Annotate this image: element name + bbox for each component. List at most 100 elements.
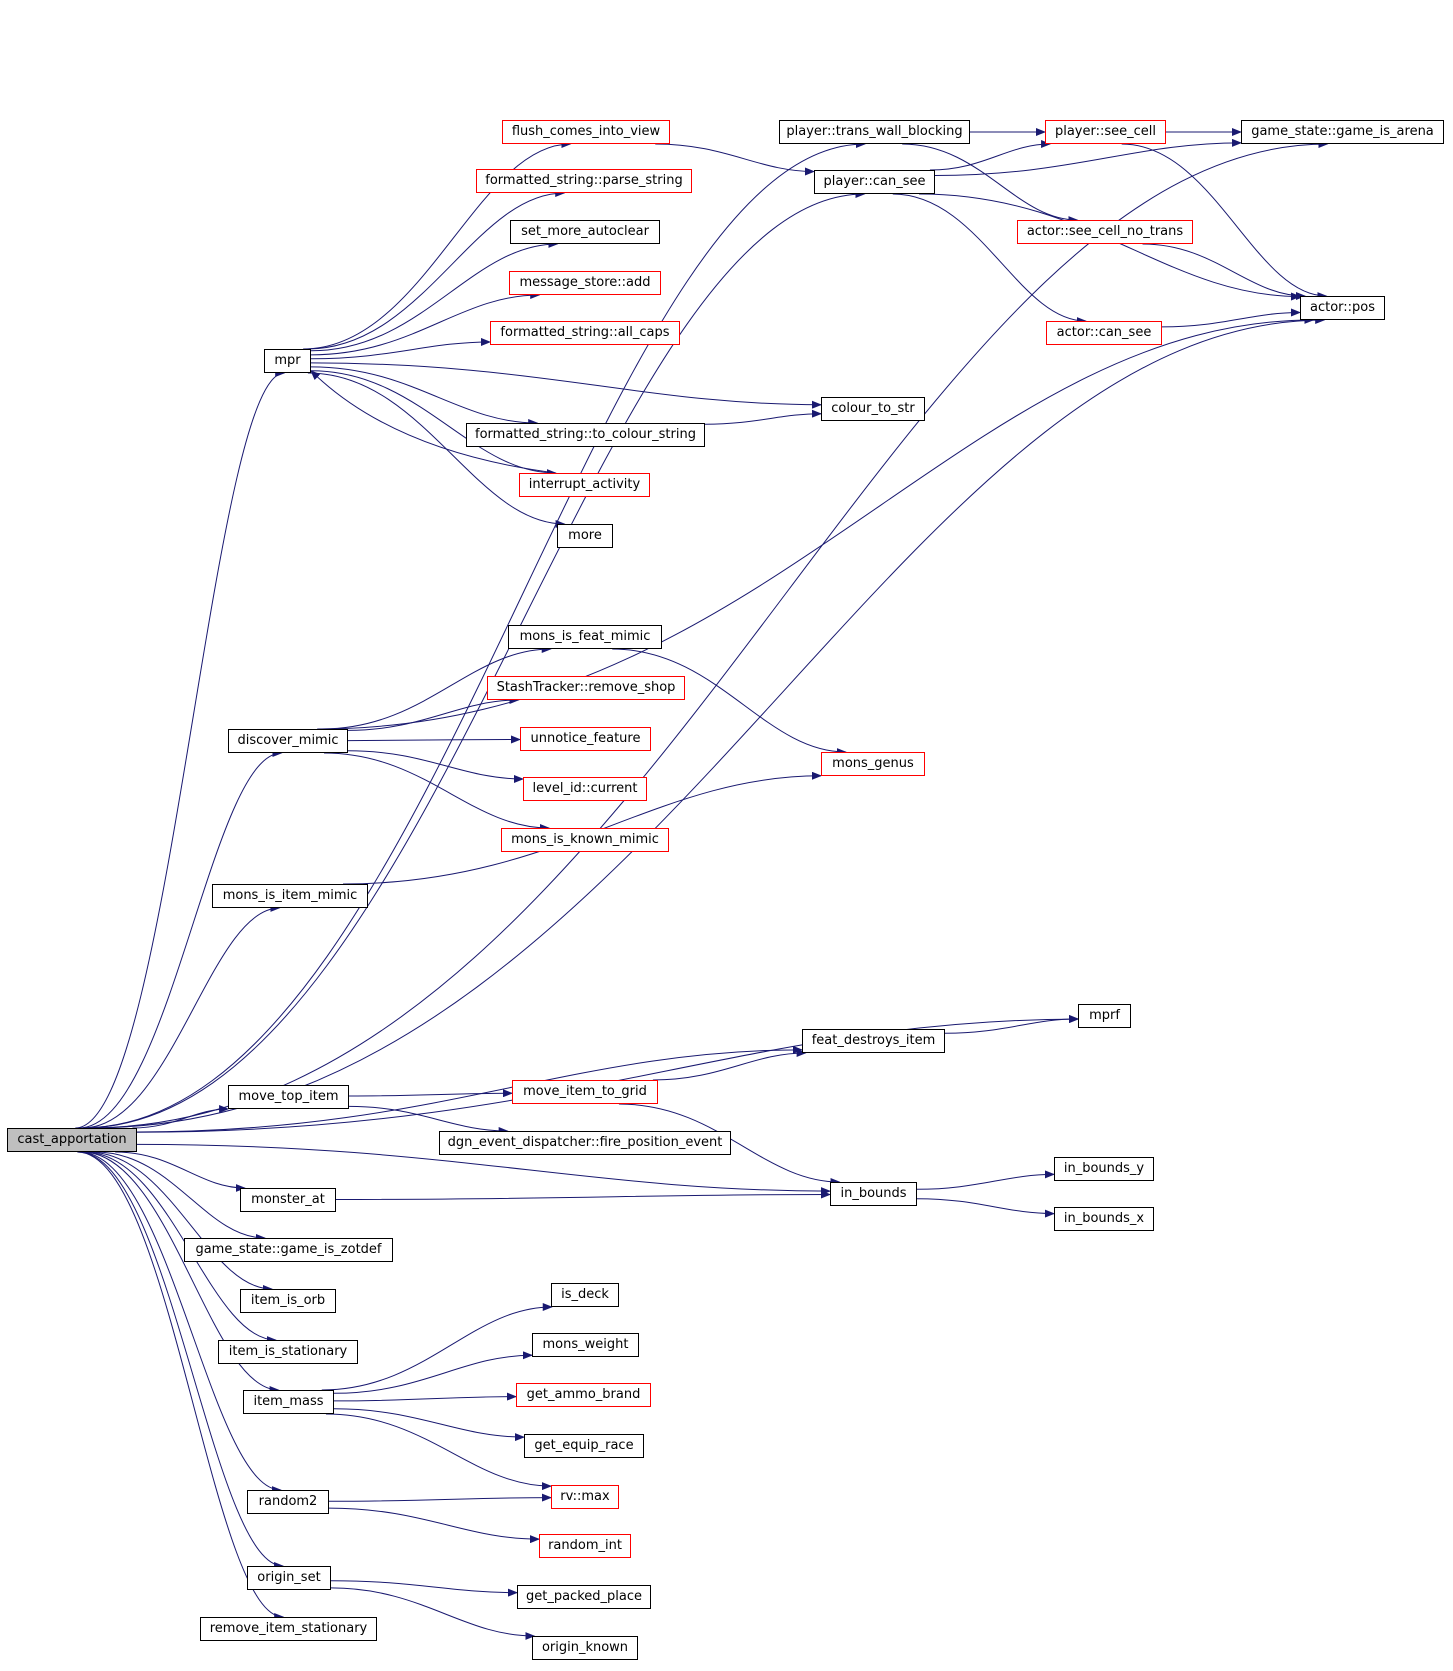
node-in-bounds[interactable]: in_bounds (830, 1182, 917, 1206)
edge-cast_apportation-to-game_is_zotdef (95, 1151, 266, 1242)
node-set-more-autoclear[interactable]: set_more_autoclear (510, 220, 660, 244)
node-origin-set[interactable]: origin_set (247, 1566, 331, 1590)
node-mons-is-feat-mimic[interactable]: mons_is_feat_mimic (508, 625, 662, 649)
edge-move_item_to_grid-to-feat_destroys_item (652, 1049, 807, 1081)
node-move-top-item[interactable]: move_top_item (228, 1085, 349, 1109)
edge-player_see_cell-to-actor_pos (1121, 143, 1328, 300)
edge-interrupt_activity-to-mpr (310, 370, 556, 474)
edge-random2-to-random_int (328, 1507, 540, 1544)
edge-in_bounds-to-in_bounds_x (916, 1198, 1055, 1218)
edge-cast_apportation-to-origin_set (77, 1151, 285, 1570)
node-unnotice-feature[interactable]: unnotice_feature (520, 727, 651, 751)
node-cast-apportation[interactable]: cast_apportation (7, 1128, 137, 1152)
node-mpr[interactable]: mpr (264, 349, 311, 373)
edge-monster_at-to-in_bounds (335, 1190, 831, 1201)
node-monster-at[interactable]: monster_at (240, 1188, 336, 1212)
node-remove-item-stationary[interactable]: remove_item_stationary (200, 1617, 377, 1641)
node-get-packed-place[interactable]: get_packed_place (517, 1585, 651, 1609)
node-origin-known[interactable]: origin_known (532, 1636, 638, 1660)
edge-cast_apportation-to-remove_item_stationary (77, 1151, 285, 1621)
edge-feat_destroys_item-to-mprf (944, 1014, 1079, 1034)
node-mprf[interactable]: mprf (1078, 1004, 1131, 1028)
node-level-id-current[interactable]: level_id::current (523, 777, 647, 801)
node-game-is-arena[interactable]: game_state::game_is_arena (1241, 120, 1444, 144)
edge-player_can_see-to-player_see_cell (929, 140, 1052, 171)
node-in-bounds-x[interactable]: in_bounds_x (1054, 1207, 1154, 1231)
edge-move_top_item-to-fire_position_event (348, 1105, 509, 1135)
edge-player_can_see-to-actor_pos (919, 193, 1301, 301)
edge-mpr-to-to_colour_string (310, 366, 539, 427)
edge-mpr-to-parse_string (307, 189, 566, 350)
node-all-caps[interactable]: formatted_string::all_caps (490, 321, 680, 345)
edge-cast_apportation-to-feat_destroys_item (136, 1045, 803, 1133)
node-random2[interactable]: random2 (247, 1490, 329, 1514)
edge-mpr-to-set_more_autoclear (310, 240, 559, 352)
node-get-ammo-brand[interactable]: get_ammo_brand (516, 1383, 651, 1407)
edge-to_colour_string-to-colour_to_str (704, 409, 822, 425)
edge-discover_mimic-to-level_id_current (347, 750, 524, 783)
node-to-colour-string[interactable]: formatted_string::to_colour_string (466, 423, 705, 447)
edge-in_bounds-to-in_bounds_y (916, 1170, 1055, 1190)
node-random-int[interactable]: random_int (539, 1534, 631, 1558)
node-rv-max[interactable]: rv::max (551, 1485, 619, 1509)
edge-move_item_to_grid-to-in_bounds (618, 1103, 841, 1186)
edge-item_mass-to-get_ammo_brand (333, 1392, 517, 1402)
edge-mpr-to-message_store_add (310, 291, 541, 356)
node-mons-is-item-mimic[interactable]: mons_is_item_mimic (212, 884, 368, 908)
edge-cast_apportation-to-mpr (75, 369, 286, 1129)
node-more[interactable]: more (557, 524, 613, 548)
node-player-see-cell[interactable]: player::see_cell (1045, 120, 1166, 144)
node-game-is-zotdef[interactable]: game_state::game_is_zotdef (184, 1238, 393, 1262)
node-item-mass[interactable]: item_mass (243, 1390, 334, 1414)
edge-cast_apportation-to-monster_at (115, 1151, 246, 1192)
node-message-store-add[interactable]: message_store::add (509, 271, 661, 295)
edge-cast_apportation-to-player_can_see (82, 190, 866, 1129)
edge-trans_wall_blocking-to-see_cell_no_trans (902, 143, 1079, 224)
edge-move_top_item-to-move_item_to_grid (348, 1089, 513, 1098)
edge-origin_set-to-origin_known (330, 1587, 536, 1640)
node-actor-pos[interactable]: actor::pos (1300, 296, 1385, 320)
node-actor-can-see[interactable]: actor::can_see (1046, 321, 1162, 345)
node-item-is-stationary[interactable]: item_is_stationary (218, 1340, 358, 1364)
node-trans-wall-blocking[interactable]: player::trans_wall_blocking (779, 120, 970, 144)
node-see-cell-no-trans[interactable]: actor::see_cell_no_trans (1017, 220, 1193, 244)
node-colour-to-str[interactable]: colour_to_str (821, 397, 925, 421)
node-is-deck[interactable]: is_deck (551, 1283, 619, 1307)
node-interrupt-activity[interactable]: interrupt_activity (519, 473, 650, 497)
node-remove-shop[interactable]: StashTracker::remove_shop (487, 676, 685, 700)
edge-mpr-to-flush_comes_into_view (303, 140, 572, 350)
node-discover-mimic[interactable]: discover_mimic (228, 729, 348, 753)
edge-cast_apportation-to-discover_mimic (78, 749, 283, 1129)
edge-discover_mimic-to-remove_shop (347, 696, 520, 731)
node-move-item-to-grid[interactable]: move_item_to_grid (512, 1080, 658, 1104)
node-player-can-see[interactable]: player::can_see (814, 170, 935, 194)
node-fire-position-event[interactable]: dgn_event_dispatcher::fire_position_even… (439, 1131, 731, 1155)
node-flush-comes-into-view[interactable]: flush_comes_into_view (502, 120, 670, 144)
edge-discover_mimic-to-unnotice_feature (347, 735, 521, 744)
node-in-bounds-y[interactable]: in_bounds_y (1054, 1157, 1154, 1181)
edge-mpr-to-more (307, 372, 566, 528)
node-item-is-orb[interactable]: item_is_orb (240, 1289, 336, 1313)
edge-cast_apportation-to-trans_wall_blocking (81, 140, 866, 1129)
edge-mpr-to-all_caps (310, 337, 491, 360)
edge-cast_apportation-to-random2 (79, 1151, 282, 1494)
edge-cast_apportation-to-item_mass (81, 1151, 280, 1394)
node-parse-string[interactable]: formatted_string::parse_string (476, 169, 692, 193)
node-get-equip-race[interactable]: get_equip_race (524, 1434, 644, 1458)
edge-item_mass-to-is_deck (321, 1303, 553, 1391)
node-mons-weight[interactable]: mons_weight (532, 1333, 639, 1357)
edge-cast_apportation-to-item_is_orb (88, 1151, 273, 1293)
edge-cast_apportation-to-in_bounds (136, 1143, 831, 1196)
edge-cast_apportation-to-mprf (136, 1015, 1079, 1133)
edge-see_cell_no_trans-to-actor_pos (1142, 243, 1306, 300)
node-mons-genus[interactable]: mons_genus (821, 752, 925, 776)
edge-player_can_see-to-actor_can_see (892, 193, 1087, 325)
edge-item_mass-to-rv_max (325, 1413, 552, 1491)
edge-cast_apportation-to-mons_is_item_mimic (82, 904, 281, 1129)
node-feat-destroys-item[interactable]: feat_destroys_item (802, 1029, 945, 1053)
edge-actor_can_see-to-actor_pos (1161, 308, 1301, 328)
edge-item_mass-to-get_equip_race (333, 1408, 525, 1442)
edge-flush_comes_into_view-to-player_can_see (655, 143, 815, 176)
node-mons-is-known-mimic[interactable]: mons_is_known_mimic (501, 828, 669, 852)
